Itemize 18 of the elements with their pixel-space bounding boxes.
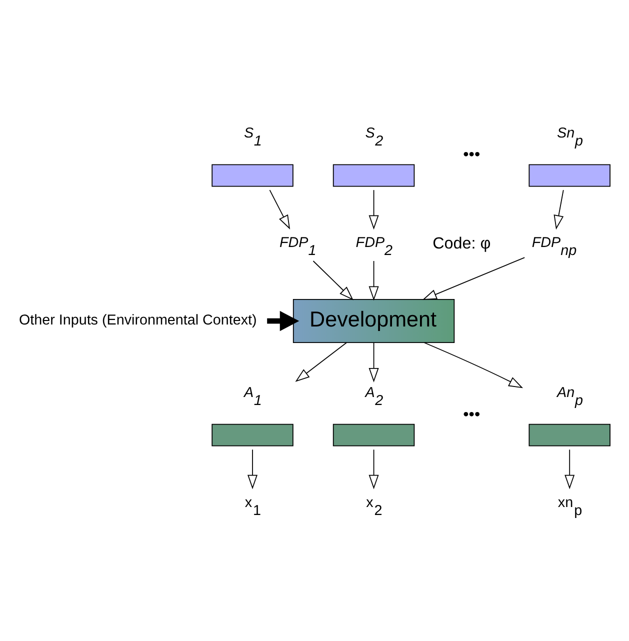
arrow — [368, 189, 379, 230]
arrow — [247, 448, 258, 489]
label: Code: φ — [432, 234, 491, 252]
arrow — [368, 260, 379, 300]
arrow — [424, 342, 524, 388]
arrow — [267, 310, 300, 331]
arrow — [422, 256, 526, 300]
label: ••• — [463, 404, 480, 423]
node-box: Development — [292, 298, 455, 342]
node-text: Other Inputs (Environmental Context) — [18, 312, 257, 328]
arrow — [554, 189, 564, 230]
arrow — [368, 342, 379, 382]
arrow — [269, 189, 290, 229]
arrow — [295, 342, 348, 382]
arrow — [312, 260, 354, 300]
arrow — [564, 448, 575, 489]
arrow — [368, 448, 379, 489]
label: ••• — [463, 145, 480, 164]
